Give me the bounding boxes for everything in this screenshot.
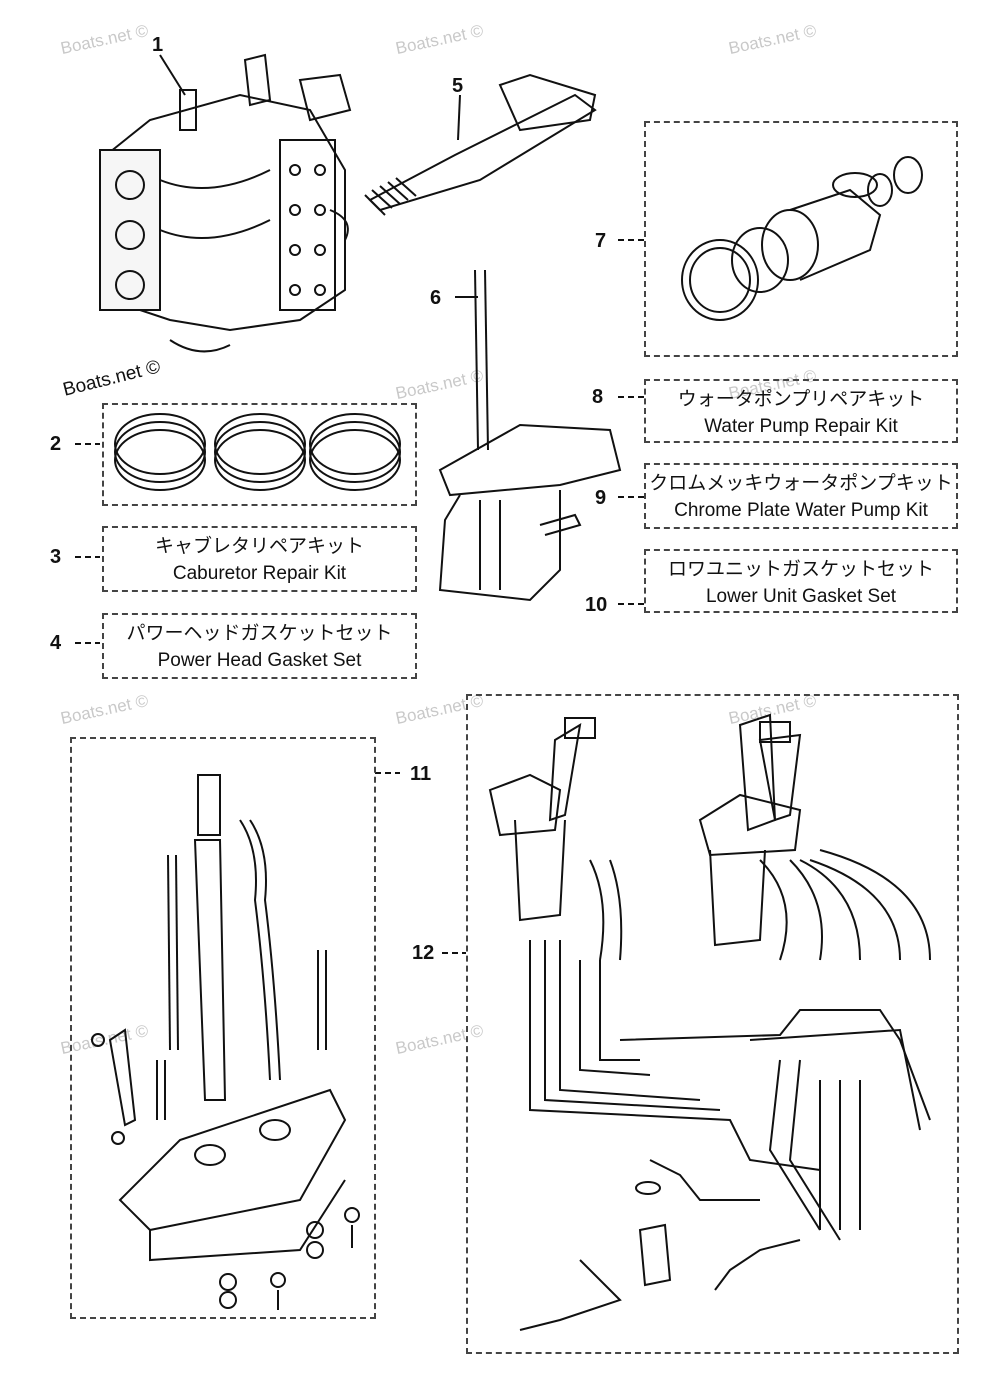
item-number-7: 7 [595, 230, 607, 252]
item-number-6: 6 [430, 287, 442, 309]
drive-components-box [70, 737, 376, 1319]
kit10-japanese: ロワユニットガスケットセット [667, 559, 934, 580]
kit3-japanese: キャブレタリペアキット [154, 536, 364, 557]
driveshaft-drawing [364, 73, 597, 216]
item-number-9: 9 [595, 487, 607, 509]
item-number-10: 10 [585, 594, 608, 616]
item-number-12: 12 [412, 942, 435, 964]
lower-unit-drawing [438, 269, 622, 602]
piston-rings-drawing [114, 413, 401, 491]
kit8-english: Water Pump Repair Kit [704, 416, 898, 437]
item-number-2: 2 [50, 433, 62, 455]
leader-lines [75, 239, 645, 954]
item-number-8: 8 [592, 386, 604, 408]
power-head-gasket-set-label: パワーヘッドガスケットセット Power Head Gasket Set [102, 613, 417, 679]
lower-unit-gasket-set-label: ロワユニットガスケットセット Lower Unit Gasket Set [644, 549, 958, 613]
item-number-11: 11 [410, 763, 432, 785]
remote-control-box [466, 694, 959, 1354]
water-pump-drawing [681, 156, 923, 321]
item-number-1: 1 [152, 34, 164, 56]
kit4-english: Power Head Gasket Set [157, 650, 362, 671]
chrome-plate-water-pump-kit-label: クロムメッキウォータポンプキット Chrome Plate Water Pump… [644, 463, 958, 529]
drive-components-drawing [91, 774, 360, 1310]
water-pump-repair-kit-label: ウォータポンプリペアキット Water Pump Repair Kit [644, 379, 958, 443]
kit10-english: Lower Unit Gasket Set [705, 586, 897, 607]
item-number-5: 5 [452, 75, 464, 97]
item-number-4: 4 [50, 632, 62, 654]
kit3-english: Caburetor Repair Kit [172, 563, 347, 584]
water-pump-kit-box [644, 121, 958, 357]
kit9-japanese: クロムメッキウォータポンプキット [649, 473, 953, 494]
kit9-english: Chrome Plate Water Pump Kit [674, 500, 928, 521]
kit4-japanese: パワーヘッドガスケットセット [126, 623, 393, 644]
kit8-japanese: ウォータポンプリペアキット [677, 389, 925, 410]
power-head-drawing [98, 53, 352, 353]
item-number-3: 3 [50, 546, 62, 568]
remote-control-drawing [488, 713, 931, 1331]
piston-rings-box [102, 403, 417, 506]
carburetor-repair-kit-label: キャブレタリペアキット Caburetor Repair Kit [102, 526, 417, 592]
